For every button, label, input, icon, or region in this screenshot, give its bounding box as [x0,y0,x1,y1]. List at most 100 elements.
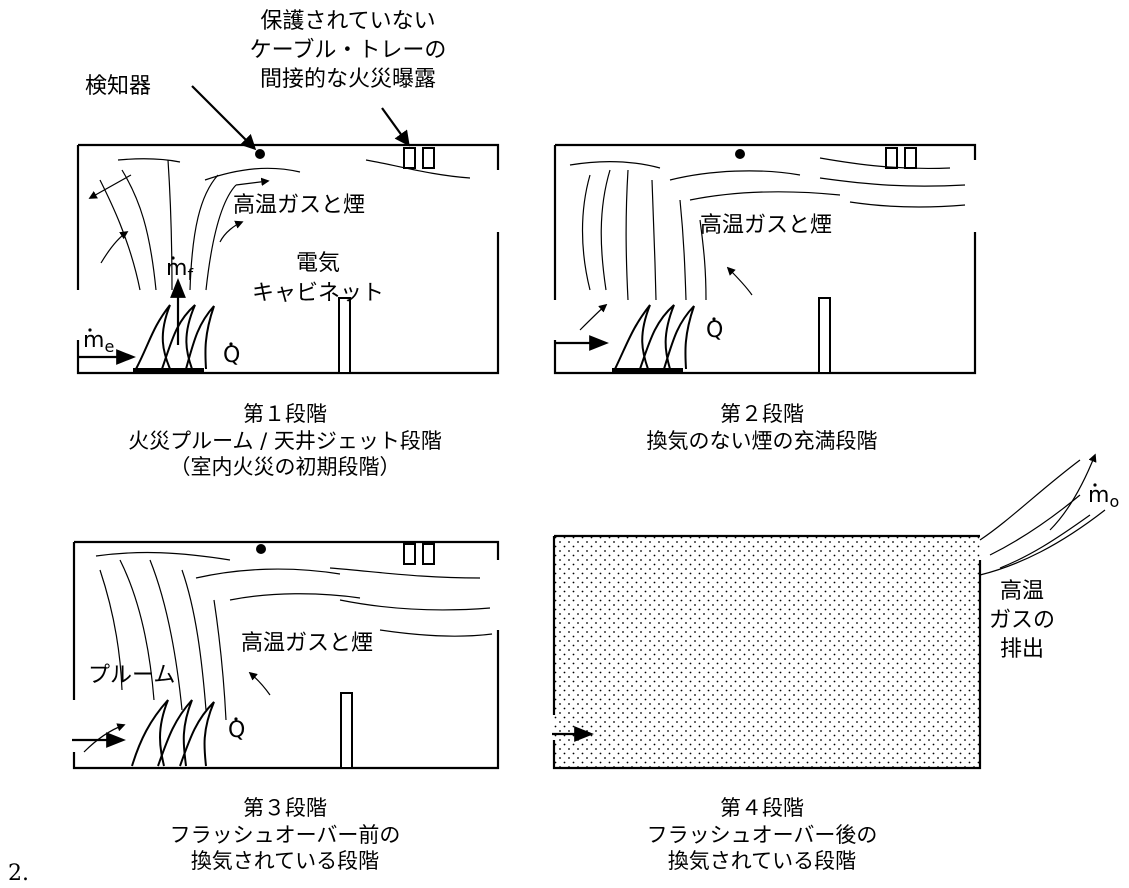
flow-line [229,593,361,601]
flame-icon [614,304,651,370]
stage-3-note: 換気されている段階 [191,849,379,873]
flame-icon [131,699,169,767]
stage-3-description: フラッシュオーバー前の [170,823,401,847]
flow-line [689,191,841,201]
electrical-cabinet [338,297,351,374]
stage-1-note: （室内火災の初期段階） [170,455,401,479]
cable-tray-label-line2: ケーブル・トレーの [250,38,447,63]
cable-tray-icon [403,543,416,565]
flame-icon [179,701,215,767]
flow-line [181,569,207,711]
detector-label: 検知器 [85,74,151,99]
stage-4-description: フラッシュオーバー後の [647,823,878,847]
flow-line [819,177,966,187]
dot-mark [171,256,175,260]
flow-line [119,559,155,701]
flow-arrow [579,303,608,331]
dot-mark [234,717,238,721]
flow-line [581,174,591,291]
heat-release-symbol: Q [228,718,245,743]
cabinet-label-line2: キャビネット [252,281,384,306]
heat-release-symbol: Q [223,343,240,368]
stage-4-panel: mo 高温 ガスの 排出 第４段階 フラッシュオーバー後の 換気されている段階 [552,453,1119,873]
flow-line [679,199,687,301]
plume-label: プルーム [88,663,175,688]
exhaust-label-line1: 高温 [1000,579,1044,604]
flow-line [204,167,301,181]
flame-icon [185,305,215,370]
detector-pointer-arrow [191,85,257,151]
detector-icon [255,149,265,159]
cable-tray-label-line3: 間接的な火災曝露 [260,67,436,92]
cable-tray-icon [403,147,416,169]
cable-tray-label-line1: 保護されていない [260,9,435,34]
flow-line [379,629,493,637]
flow-line [329,567,481,579]
flow-line [205,184,237,291]
exhaust-label-line2: ガスの [989,608,1055,633]
flow-arrow [248,671,271,696]
exhaust-arrow [1049,453,1097,531]
flow-line [195,568,341,579]
flow-line [99,179,141,291]
flow-arrow [235,177,270,187]
exhaust-label-line3: 排出 [1000,637,1044,662]
smoke-filled-room [554,536,980,768]
stage-2-title: 第２段階 [720,402,804,426]
flame-icon [135,304,171,370]
hot-gas-smoke-label: 高温ガスと煙 [241,631,373,656]
room-outline [553,143,977,375]
stage-1-title: 第１段階 [243,402,327,426]
room-outline [552,534,982,770]
flow-line [99,569,123,691]
stage-1-panel: 検知器 保護されていない ケーブル・トレーの 間接的な火災曝露 高温ガスと煙 電 [76,9,500,479]
stage-3-panel: 高温ガスと煙 プルーム Q 第３段階 フラッシュオーバー前の 換気されている段階 [72,540,500,873]
entrainment-symbol: me [83,328,114,356]
flow-line [849,201,966,208]
flow-arrow [83,723,126,753]
figure-note: 2. [8,861,29,886]
cable-tray-icon [422,147,435,169]
flow-line [625,169,629,301]
detector-icon [735,149,745,159]
dot-mark [712,317,716,321]
electrical-cabinet [340,692,353,769]
flame-icon [639,304,675,370]
room-outline [76,143,500,375]
fuel-mass-symbol: mf [166,256,193,284]
dot-mark [229,342,233,346]
flow-line [651,179,657,301]
stage-4-title: 第４段階 [720,796,804,820]
flow-line [569,160,661,169]
dot-mark [88,328,92,332]
stage-3-title: 第３段階 [243,796,327,820]
flame-icon [663,305,695,370]
flow-line [213,599,227,721]
detector-icon [256,544,266,554]
cabinet-label-line1: 電気 [296,251,340,276]
room-outline [72,540,500,770]
flow-line [600,169,611,291]
heat-release-symbol: Q [706,318,723,343]
flow-arrow [100,231,129,264]
flow-line [669,170,801,181]
exhaust-mass-symbol: mo [1088,483,1119,511]
stage-2-panel: 高温ガスと煙 Q 第２段階 換気のない煙の充満段階 [553,143,977,453]
dot-mark [1093,483,1097,487]
hot-gas-smoke-label: 高温ガスと煙 [700,213,832,238]
exhaust-line [989,494,1081,556]
flow-line [699,219,707,301]
hot-gas-smoke-label: 高温ガスと煙 [233,193,365,218]
exhaust-line [979,509,1106,576]
exhaust-line [999,514,1091,569]
flow-arrow [88,174,132,199]
flow-line [149,559,183,711]
flow-line [121,169,157,291]
stage-1-description: 火災プルーム / 天井ジェット段階 [128,429,442,453]
flow-line [167,159,173,291]
flame-icon [157,699,193,767]
cable-tray-icon [904,147,917,169]
cable-tray-icon [422,543,435,565]
flow-line [189,174,219,291]
